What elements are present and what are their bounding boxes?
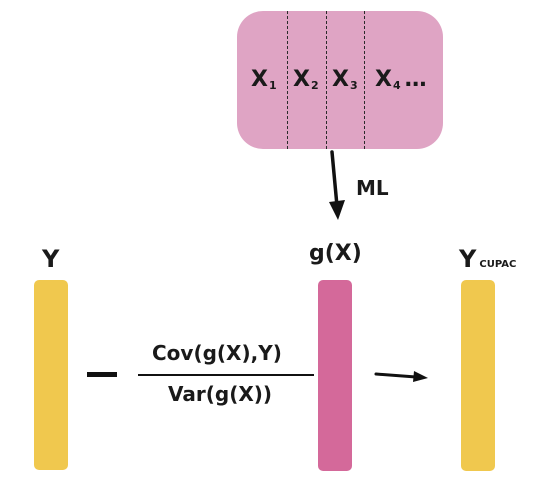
result-arrow <box>374 371 428 382</box>
ml-arrow <box>329 150 345 220</box>
feature-box: X1 X2 X3 X4… <box>237 11 443 149</box>
feature-ellipsis: … <box>404 67 427 92</box>
gx-label: g(X) <box>309 241 362 266</box>
fraction-denominator: Var(g(X)) <box>168 382 273 406</box>
ml-label: ML <box>356 176 389 200</box>
feature-x4: X4… <box>375 67 427 92</box>
feature-divider <box>326 11 327 149</box>
feature-x3: X3 <box>332 67 358 92</box>
fraction-line <box>138 374 314 376</box>
ycupac-bar <box>461 280 495 471</box>
y-label: Y <box>42 245 60 273</box>
feature-x1: X1 <box>251 67 277 92</box>
ycupac-subscript: CUPAC <box>479 259 517 270</box>
minus-sign <box>87 372 117 377</box>
feature-divider <box>364 11 365 149</box>
y-bar <box>34 280 68 470</box>
feature-divider <box>287 11 288 149</box>
fraction-numerator: Cov(g(X),Y) <box>152 341 282 365</box>
gx-bar <box>318 280 352 471</box>
feature-x2: X2 <box>293 67 319 92</box>
